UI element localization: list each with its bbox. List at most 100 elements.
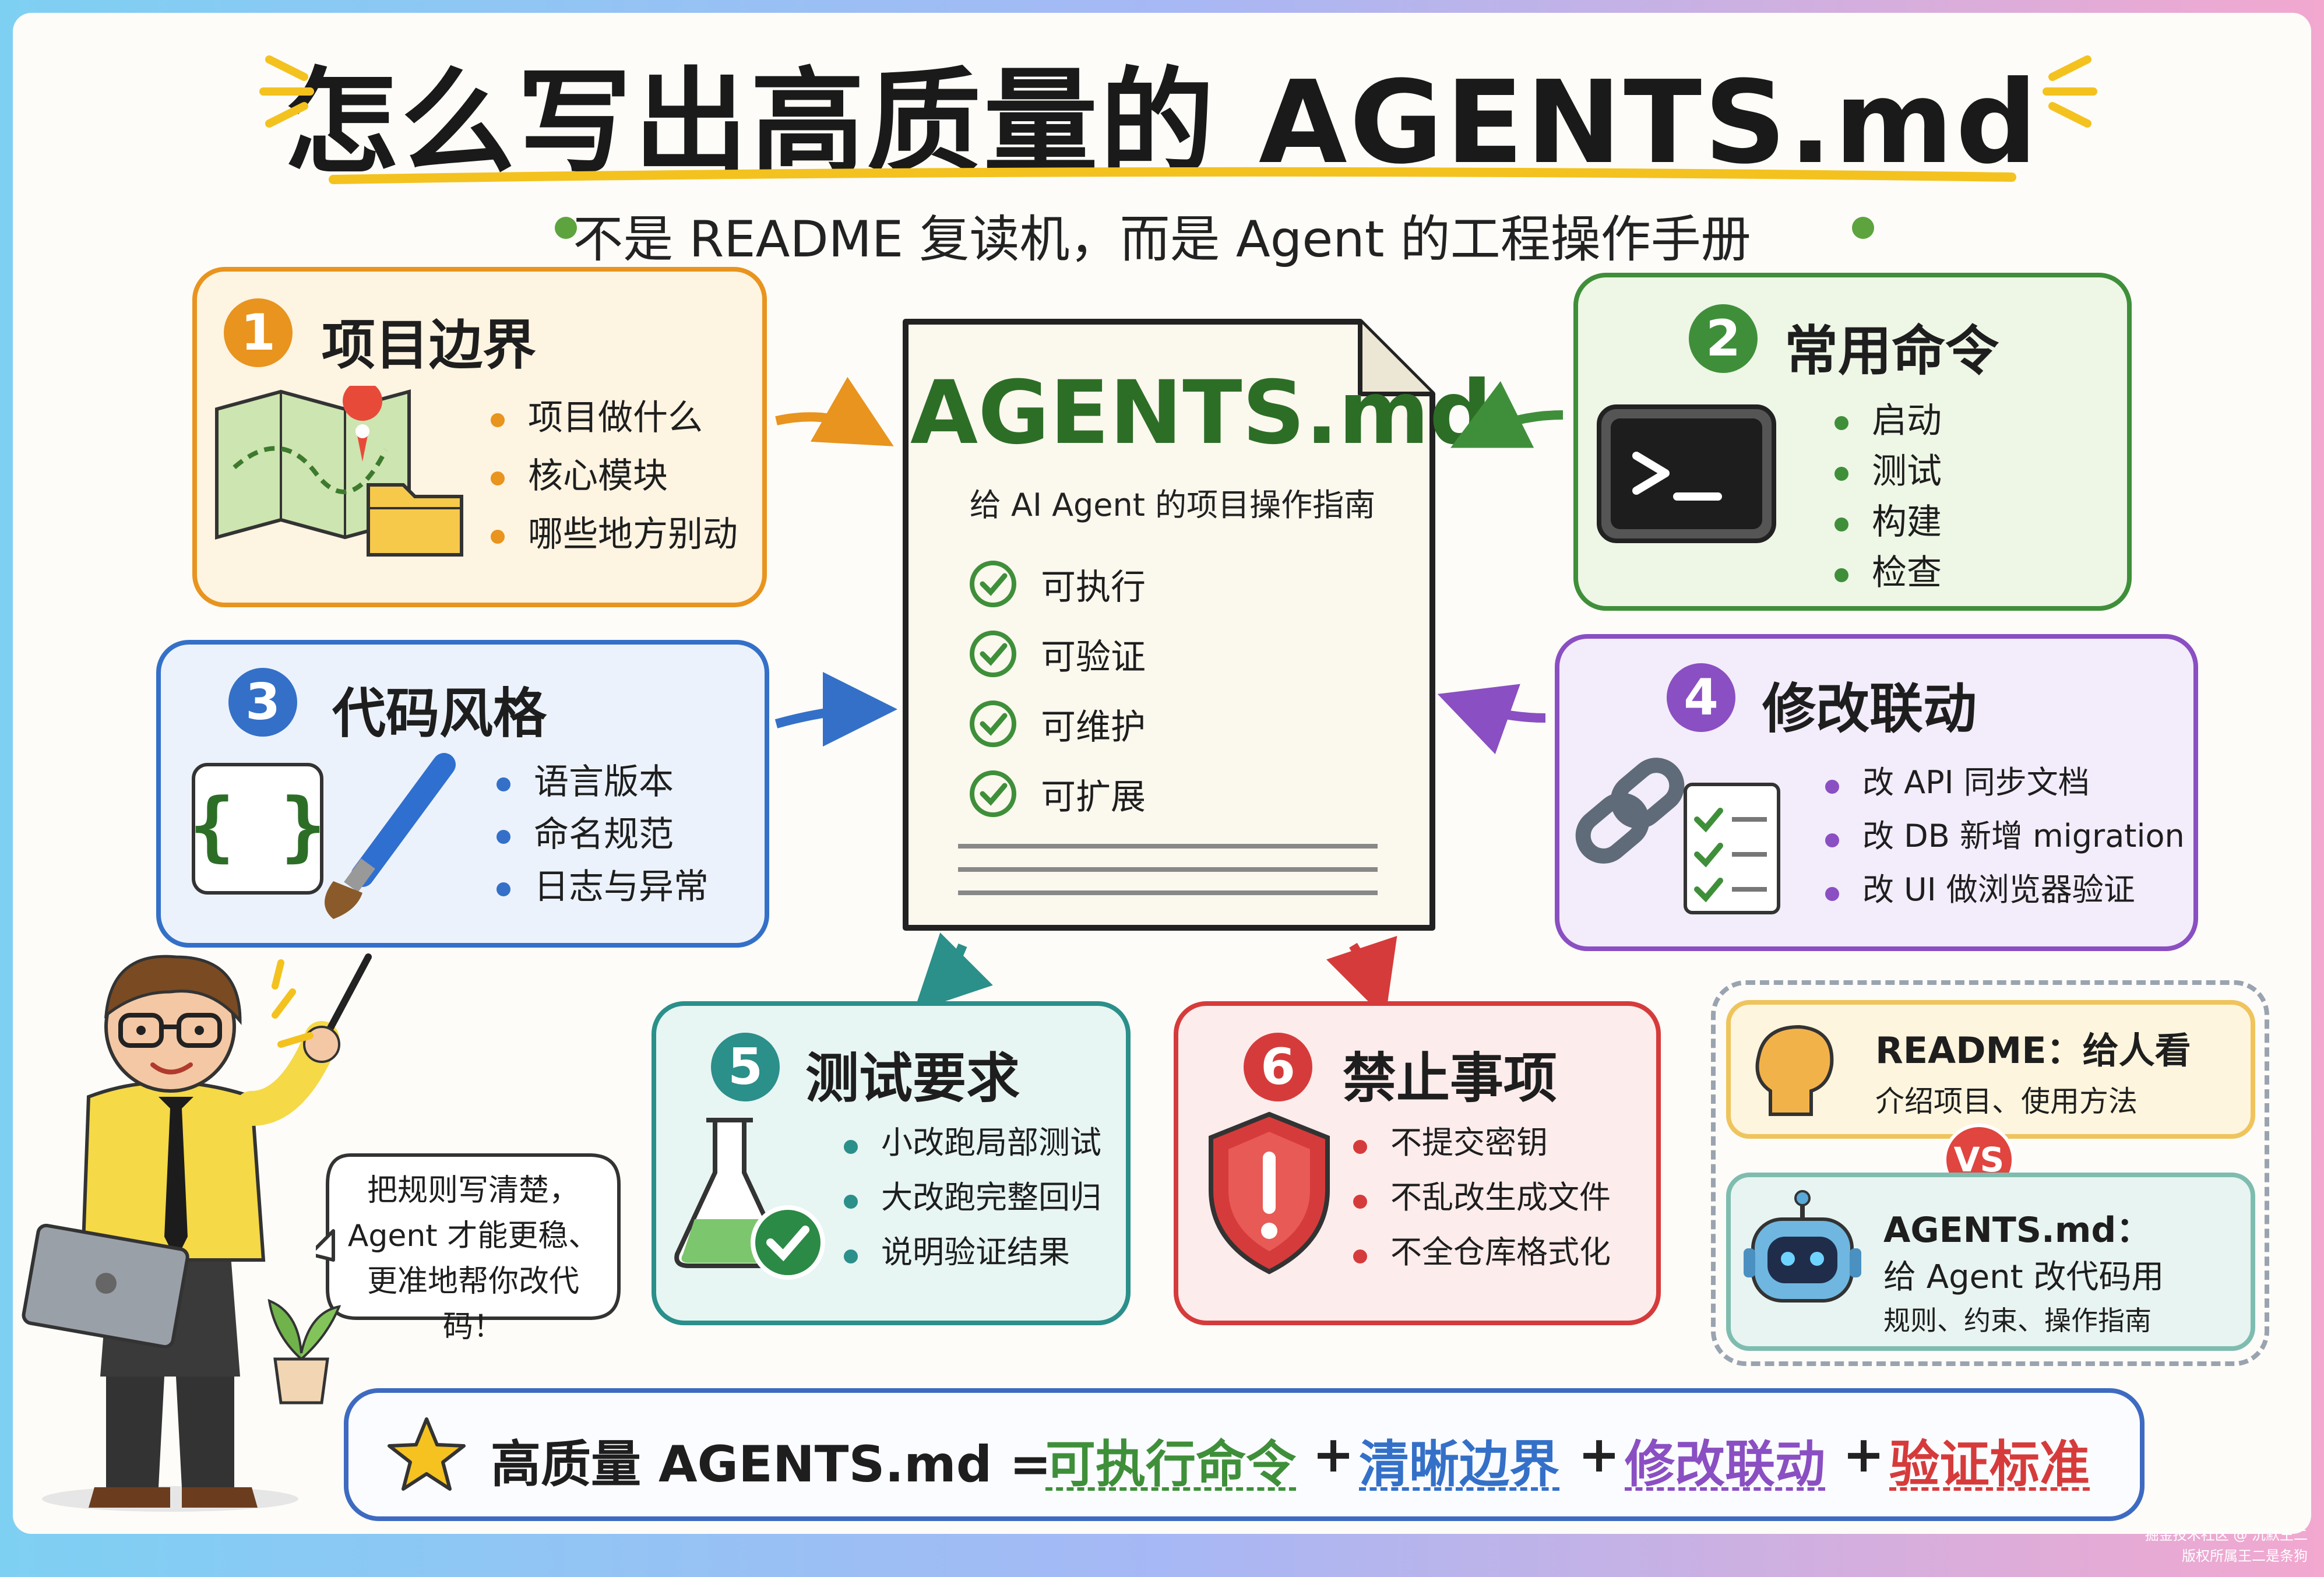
check-circle-icon xyxy=(970,770,1016,817)
compare-box xyxy=(1711,980,2269,1366)
summary-part-boundary: 清晰边界 xyxy=(1359,1435,1559,1494)
page-subtitle: 不是 README 复读机，而是 Agent 的工程操作手册 xyxy=(573,210,1751,269)
card-6-item: 不乱改生成文件 xyxy=(1353,1182,1611,1213)
title-underline xyxy=(329,167,2016,184)
flask-check-icon xyxy=(674,1118,825,1280)
card-6-title: 禁止事项 xyxy=(1343,1047,1558,1110)
star-icon xyxy=(388,1417,466,1491)
card-2-item: 检查 xyxy=(1834,555,1942,590)
sparkle-icon-right xyxy=(2043,55,2097,128)
arrow-card3 xyxy=(774,672,897,747)
watermark-line-1: 掘金技术社区 @ 沉默王二 xyxy=(2145,1527,2308,1543)
card-5-number: 5 xyxy=(711,1033,780,1101)
agents-desc-2: 规则、约束、操作指南 xyxy=(1883,1305,2152,1336)
card-1-title: 项目边界 xyxy=(322,314,537,376)
card-1-item: 核心模块 xyxy=(491,459,738,494)
card-4-title: 修改联动 xyxy=(1762,678,1977,740)
card-3-item: 语言版本 xyxy=(497,765,709,800)
summary-part-verification: 验证标准 xyxy=(1889,1435,2090,1494)
card-5-list: 小改跑局部测试 大改跑完整回归 说明验证结果 xyxy=(844,1127,1101,1268)
card-3-number: 3 xyxy=(228,668,297,737)
card-3-title: 代码风格 xyxy=(332,682,547,745)
card-2-item: 测试 xyxy=(1834,454,1942,489)
summary-plus: + xyxy=(1578,1425,1621,1484)
summary-part-commands: 可执行命令 xyxy=(1045,1435,1296,1494)
card-2-item: 构建 xyxy=(1834,505,1942,540)
arrow-card1 xyxy=(775,376,894,446)
check-label: 可执行 xyxy=(1041,566,1146,608)
summary-dash-linkage xyxy=(1625,1487,1825,1491)
agents-desc-1: 给 Agent 改代码用 xyxy=(1883,1258,2164,1296)
chain-checklist-icon xyxy=(1575,758,1780,914)
robot-icon xyxy=(1744,1190,1861,1303)
check-circle-icon xyxy=(970,701,1016,747)
svg-text:{ }: { } xyxy=(189,782,326,870)
check-item: 可维护 xyxy=(969,689,1146,759)
speech-bubble xyxy=(316,1153,621,1320)
card-5-item: 说明验证结果 xyxy=(844,1237,1101,1268)
card-1-number: 1 xyxy=(224,298,293,367)
arrow-card4 xyxy=(1437,684,1546,755)
arrow-card5 xyxy=(914,932,993,1012)
card-4-item: 改 UI 做浏览器验证 xyxy=(1825,874,2185,906)
code-brush-icon: { } xyxy=(189,753,456,919)
check-item: 可扩展 xyxy=(969,759,1146,829)
arrow-card6 xyxy=(1326,935,1397,1019)
summary-lead: 高质量 AGENTS.md = xyxy=(491,1435,1052,1494)
card-4-number: 4 xyxy=(1667,663,1735,732)
page-title: 怎么写出高质量的 AGENTS.md xyxy=(284,57,2040,189)
watermark-line-2: 版权所属王二是条狗 xyxy=(2182,1548,2308,1564)
check-item: 可验证 xyxy=(969,619,1146,689)
check-item: 可执行 xyxy=(969,549,1146,619)
summary-part-linkage: 修改联动 xyxy=(1625,1435,1825,1494)
card-4-item: 改 DB 新增 migration xyxy=(1825,821,2185,852)
card-6-list: 不提交密钥 不乱改生成文件 不全仓库格式化 xyxy=(1353,1127,1611,1268)
check-label: 可扩展 xyxy=(1041,776,1146,818)
check-label: 可验证 xyxy=(1041,636,1146,678)
document-checklist: 可执行 可验证 可维护 可扩展 xyxy=(969,549,1146,829)
agents-md-document xyxy=(903,319,1435,931)
card-2-number: 2 xyxy=(1689,304,1758,373)
readme-desc: 介绍项目、使用方法 xyxy=(1875,1085,2138,1118)
summary-bar xyxy=(344,1388,2145,1521)
card-1-item: 项目做什么 xyxy=(491,400,738,435)
map-folder-icon xyxy=(215,386,463,557)
card-6-number: 6 xyxy=(1244,1033,1312,1101)
card-3-item: 日志与异常 xyxy=(497,870,709,904)
card-5-item: 小改跑局部测试 xyxy=(844,1127,1101,1159)
document-title: AGENTS.md xyxy=(910,362,1492,464)
teacher-illustration xyxy=(22,953,372,1512)
check-circle-icon xyxy=(970,631,1016,677)
subtitle-dot-left xyxy=(555,217,577,239)
card-6-item: 不提交密钥 xyxy=(1353,1127,1611,1159)
card-change-linkage xyxy=(1555,634,2198,951)
card-3-item: 命名规范 xyxy=(497,817,709,852)
summary-dash-boundary xyxy=(1359,1487,1559,1491)
summary-dash-commands xyxy=(1045,1487,1296,1491)
card-2-item: 启动 xyxy=(1834,403,1942,438)
card-5-title: 测试要求 xyxy=(805,1047,1020,1110)
card-1-list: 项目做什么 核心模块 哪些地方别动 xyxy=(491,400,738,552)
card-2-title: 常用命令 xyxy=(1784,320,1999,382)
card-6-item: 不全仓库格式化 xyxy=(1353,1237,1611,1268)
plant-icon xyxy=(267,1298,341,1404)
terminal-icon xyxy=(1597,404,1776,543)
check-circle-icon xyxy=(970,561,1016,607)
agents-title: AGENTS.md： xyxy=(1883,1210,2152,1251)
sparkle-icon-left xyxy=(259,55,314,128)
card-5-item: 大改跑完整回归 xyxy=(844,1182,1101,1213)
person-head-icon xyxy=(1755,1025,1834,1116)
readme-title: README：给人看 xyxy=(1875,1029,2191,1072)
check-label: 可维护 xyxy=(1041,706,1146,748)
card-3-list: 语言版本 命名规范 日志与异常 xyxy=(497,765,709,904)
infographic-canvas: 怎么写出高质量的 AGENTS.md 不是 README 复读机，而是 Agen… xyxy=(13,13,2311,1534)
summary-plus: + xyxy=(1843,1425,1885,1484)
subtitle-dot-right xyxy=(1852,217,1874,239)
card-1-item: 哪些地方别动 xyxy=(491,517,738,552)
summary-plus: + xyxy=(1312,1425,1355,1484)
card-2-list: 启动 测试 构建 检查 xyxy=(1834,403,1942,590)
card-4-list: 改 API 同步文档 改 DB 新增 migration 改 UI 做浏览器验证 xyxy=(1825,767,2185,906)
shield-warning-icon xyxy=(1209,1111,1330,1275)
summary-dash-verification xyxy=(1889,1487,2090,1491)
document-subtitle: 给 AI Agent 的项目操作指南 xyxy=(969,487,1376,523)
